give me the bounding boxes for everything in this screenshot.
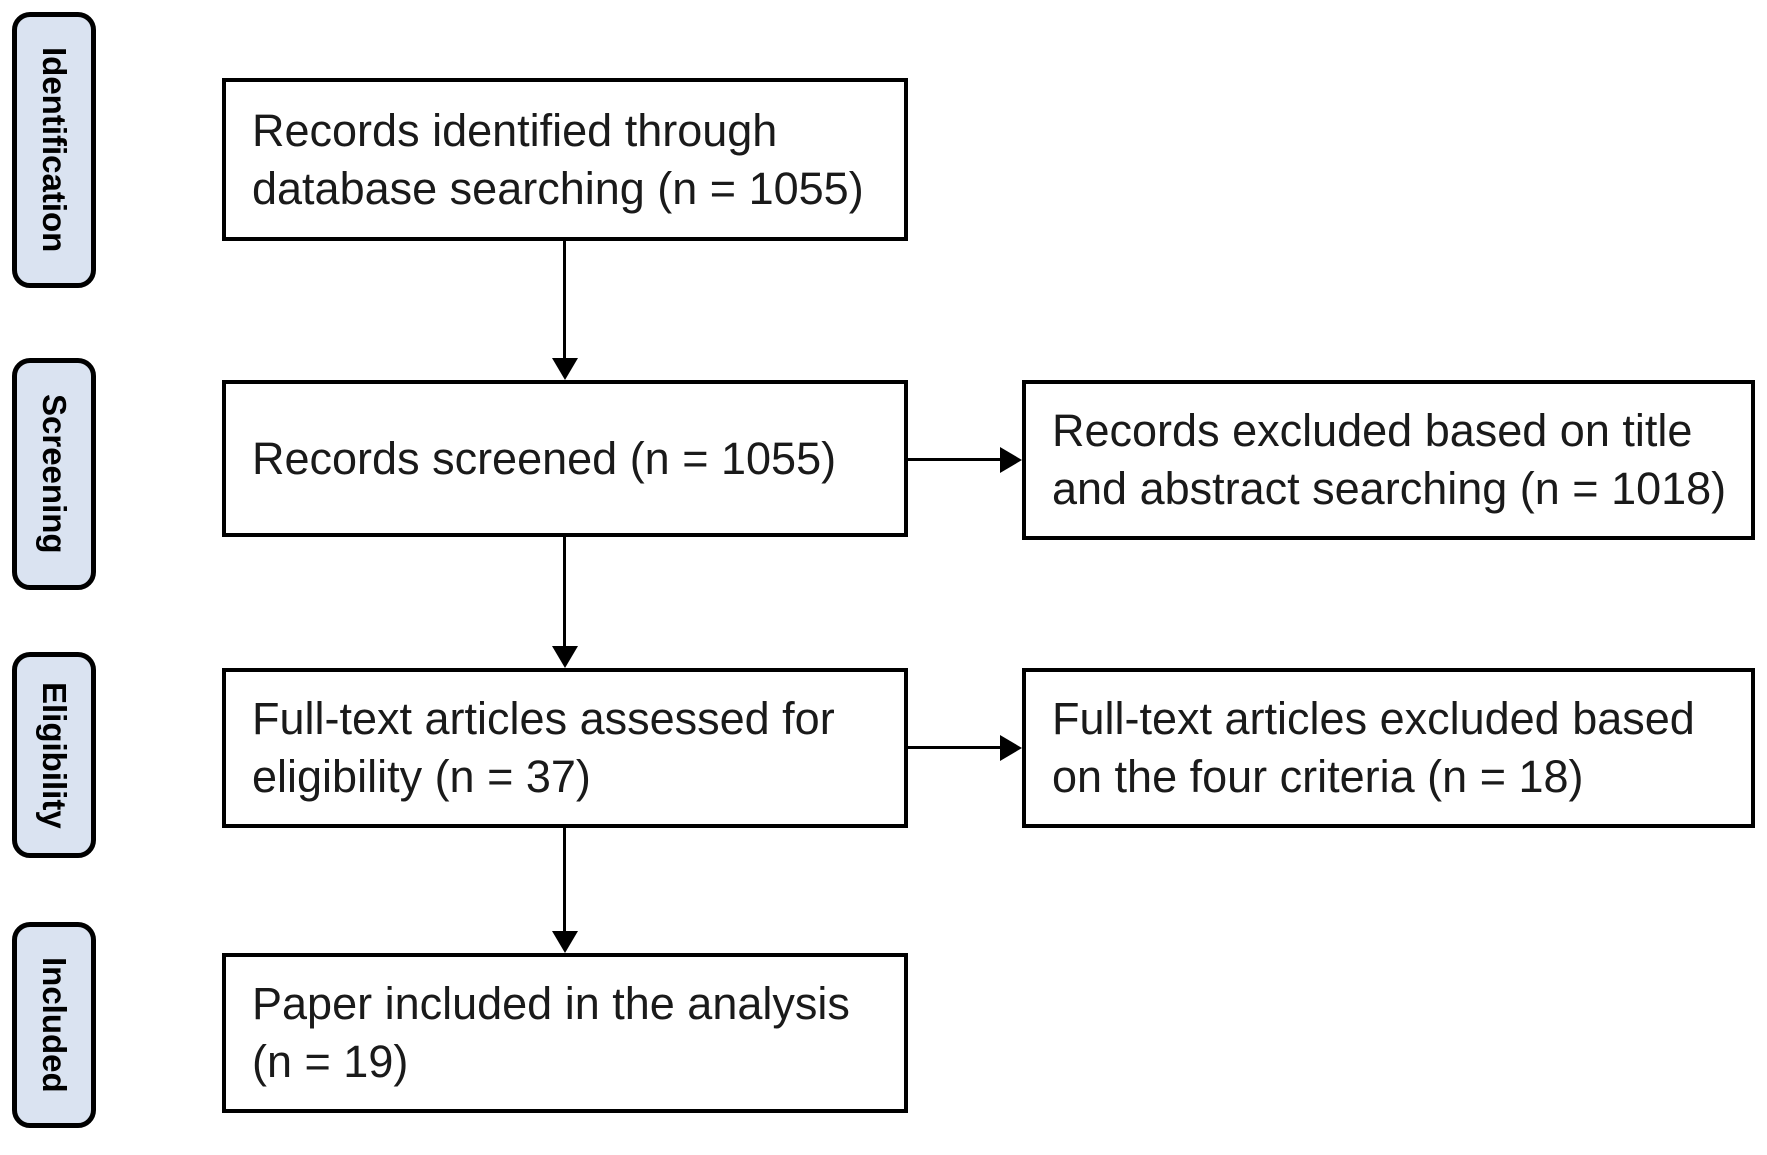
flow-box-text-line: Paper included in the analysis <box>252 978 850 1029</box>
arrow-line <box>563 537 566 648</box>
stage-label-text: Identification <box>36 47 73 253</box>
flow-box-text-line: Records screened (n = 1055) <box>252 432 837 484</box>
arrow-head-right-icon <box>1000 447 1022 473</box>
arrow-head-down-icon <box>552 358 578 380</box>
down-arrow-identified-to-screened <box>552 241 578 380</box>
flow-box-text-line: database searching (n = 1055) <box>252 162 864 214</box>
stage-label-screening: Screening <box>12 358 96 590</box>
down-arrow-screened-to-assessed <box>552 537 578 668</box>
flow-box-records-screened: Records screened (n = 1055) <box>222 380 908 537</box>
flow-box-text-line: Full-text articles assessed for <box>252 693 835 744</box>
exclusion-box-title-abstract: Records excluded based on title and abst… <box>1022 380 1755 540</box>
arrow-head-down-icon <box>552 931 578 953</box>
arrow-line <box>563 241 566 360</box>
flow-box-records-identified: Records identified through database sear… <box>222 78 908 241</box>
flow-box-text-line: (n = 19) <box>252 1036 409 1087</box>
stage-label-identification: Identification <box>12 12 96 288</box>
stage-label-text: Included <box>36 957 73 1093</box>
stage-label-included: Included <box>12 922 96 1128</box>
exclusion-box-text-line: Full-text articles excluded based <box>1052 693 1695 744</box>
exclusion-box-four-criteria: Full-text articles excluded based on the… <box>1022 668 1755 828</box>
exclusion-box-text-line: Records excluded based on title <box>1052 405 1693 456</box>
arrow-line <box>908 458 1002 461</box>
exclusion-box-text-line: on the four criteria (n = 18) <box>1052 751 1584 802</box>
flow-box-text-line: Records identified through <box>252 104 778 156</box>
arrow-head-down-icon <box>552 646 578 668</box>
arrow-line <box>563 828 566 933</box>
arrow-head-right-icon <box>1000 735 1022 761</box>
right-arrow-screened-to-excluded <box>908 447 1022 473</box>
down-arrow-assessed-to-included <box>552 828 578 953</box>
stage-label-text: Eligibility <box>36 681 73 829</box>
right-arrow-assessed-to-excluded <box>908 735 1022 761</box>
exclusion-box-text-line: and abstract searching (n = 1018) <box>1052 463 1727 514</box>
flow-box-paper-included: Paper included in the analysis (n = 19) <box>222 953 908 1113</box>
stage-label-eligibility: Eligibility <box>12 652 96 858</box>
flow-box-fulltext-assessed: Full-text articles assessed for eligibil… <box>222 668 908 828</box>
stage-label-text: Screening <box>36 394 73 554</box>
flow-box-text-line: eligibility (n = 37) <box>252 751 591 802</box>
arrow-line <box>908 746 1002 749</box>
